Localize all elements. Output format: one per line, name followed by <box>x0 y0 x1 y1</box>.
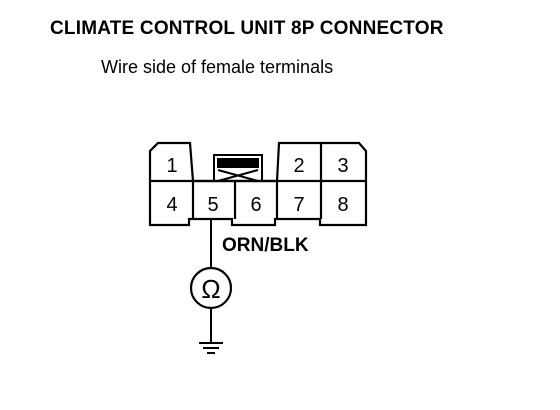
diagram-title: CLIMATE CONTROL UNIT 8P CONNECTOR <box>50 18 444 39</box>
latch-frame <box>213 154 263 182</box>
ground-icon <box>199 342 223 354</box>
ohmmeter-icon: Ω <box>189 266 233 310</box>
latch-tab <box>217 158 259 168</box>
latch-cross-b <box>217 169 259 182</box>
terminal-1-label: 1 <box>166 155 177 177</box>
wire-color-label: ORN/BLK <box>222 235 309 256</box>
terminal-8-label: 8 <box>337 194 348 216</box>
terminal-6-label: 6 <box>250 194 261 216</box>
terminal-4-label: 4 <box>166 194 177 216</box>
ohmmeter-symbol: Ω <box>201 274 220 304</box>
latch-icon <box>213 154 263 182</box>
terminal-5-label: 5 <box>207 194 218 216</box>
terminal-7-label: 7 <box>293 194 304 216</box>
terminal-3-label: 3 <box>337 155 348 177</box>
terminal-labels: 1 2 3 4 5 6 7 8 <box>166 155 348 216</box>
terminal-2-label: 2 <box>293 155 304 177</box>
diagram-subtitle: Wire side of female terminals <box>101 57 334 77</box>
